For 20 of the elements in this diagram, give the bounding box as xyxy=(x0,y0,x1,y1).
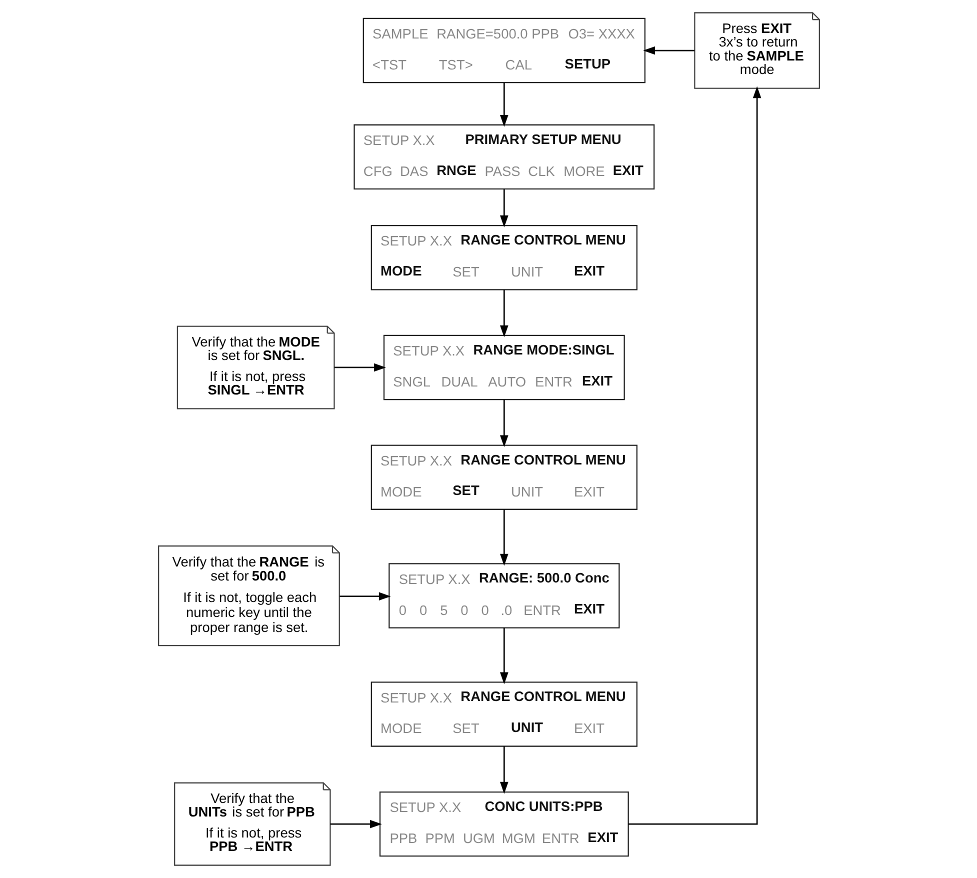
node-box: SETUP X.X RANGE MODE:SINGL SNGL DUAL AUTO ENTR EXIT xyxy=(382,334,624,400)
node-box: SETUP X.X RANGE: 500.0 Conc 0 0 5 0 0 .0 ENTR EXIT xyxy=(388,563,620,628)
arrow xyxy=(330,820,382,828)
arrow xyxy=(628,86,761,825)
node-box: SETUP X.X RANGE CONTROL MENU MODE SET UNIT EXIT xyxy=(370,444,637,510)
arrow xyxy=(500,400,508,448)
arrow xyxy=(500,290,508,338)
arrow xyxy=(500,189,508,228)
node-box: SETUP X.X RANGE CONTROL MENU MODE SET UNIT EXIT xyxy=(370,225,637,290)
arrow xyxy=(642,46,694,55)
arrow xyxy=(500,509,508,566)
arrow xyxy=(339,592,390,601)
arrow xyxy=(334,363,386,372)
node-box: SETUP X.X RANGE CONTROL MENU MODE SET UNIT EXIT xyxy=(370,682,637,747)
node-box: SAMPLE RANGE=500.0 PPB O3= XXXX <TST TST> CAL SETUP xyxy=(362,18,645,84)
arrow xyxy=(500,746,508,794)
arrow xyxy=(500,628,508,684)
node-box: SETUP X.X PRIMARY SETUP MENU CFG DAS RNGE PASS CLK MORE EXIT xyxy=(353,124,654,190)
node-box: SETUP X.X CONC UNITS:PPB PPB PPM UGM MGM ENTR EXIT xyxy=(378,791,628,857)
arrow xyxy=(500,82,508,127)
